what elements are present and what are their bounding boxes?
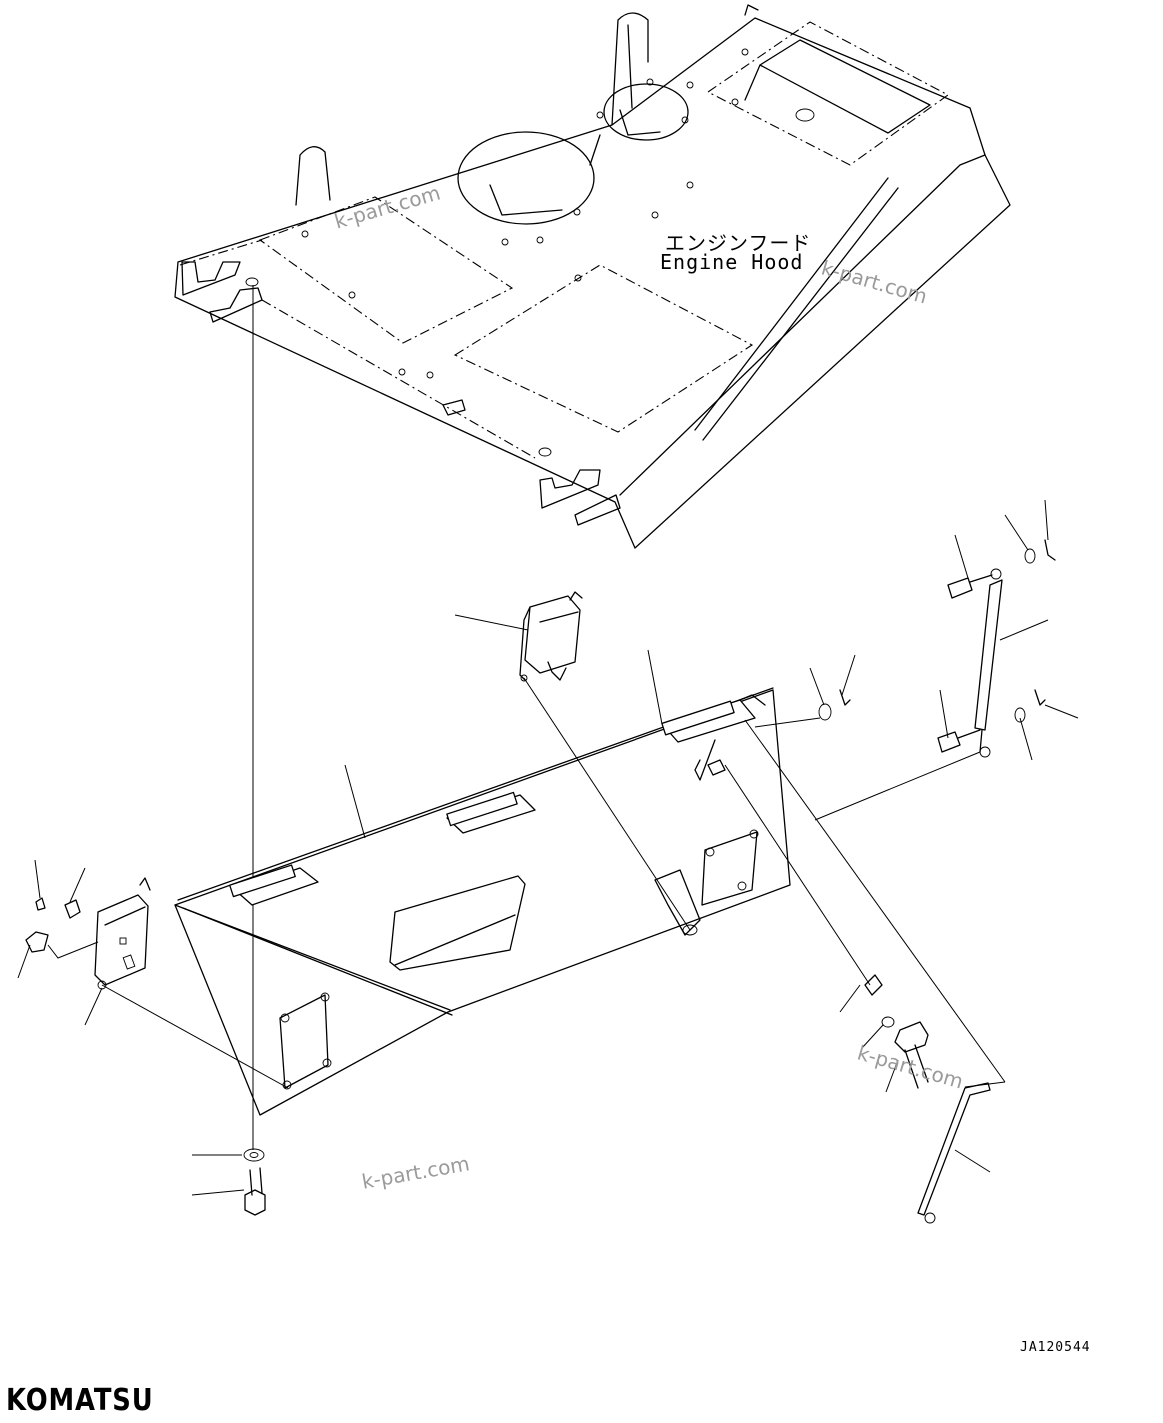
lock-upper (519, 591, 583, 682)
document-code: JA120544 (1020, 1340, 1091, 1355)
komatsu-logo: KOMATSU (6, 1383, 154, 1418)
hood-holes (301, 48, 749, 379)
gas-spring (818, 539, 1056, 758)
hinge-right (661, 694, 766, 743)
hood-label-japanese: エンジンフード (665, 231, 812, 255)
callout-leaders (17, 499, 1079, 1196)
side-cover-assembly (174, 687, 791, 1116)
support-rod (917, 1082, 991, 1224)
hinge-left (229, 864, 319, 906)
hinge-middle (446, 791, 536, 834)
latch-hardware (243, 974, 929, 1216)
lock-left (25, 877, 151, 990)
hood-label-english: Engine Hood (660, 250, 804, 274)
engine-hood-assembly (174, 4, 1011, 549)
